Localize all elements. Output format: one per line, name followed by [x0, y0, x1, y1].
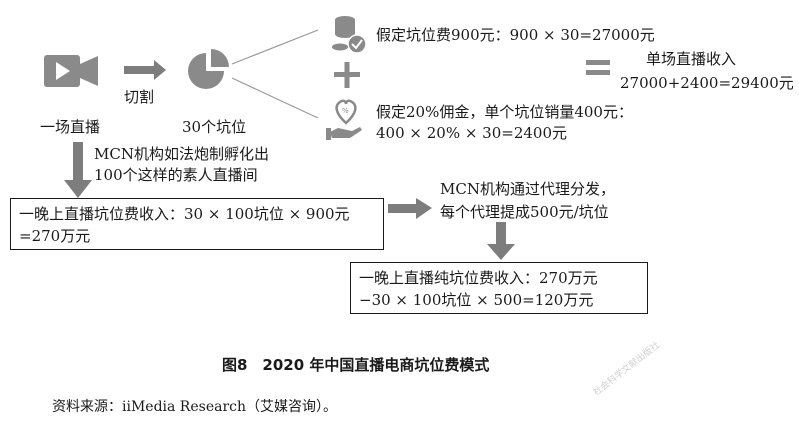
- agent-text-line2: 每个代理提成500元/坑位: [440, 203, 609, 221]
- equals-icon: [586, 60, 610, 75]
- source-note: 资料来源：iiMedia Research（艾媒咨询）。: [52, 399, 338, 415]
- net-income-box: 一晚上直播纯坑位费收入：270万元 −30 × 100坑位 × 500=120万…: [350, 262, 648, 314]
- night-income-line1: 一晚上直播坑位费收入：30 × 100坑位 × 900元: [19, 205, 350, 223]
- net-income-line2: −30 × 100坑位 × 500=120万元: [359, 291, 594, 309]
- arrow-down-icon: [487, 222, 515, 260]
- video-camera-icon: [44, 55, 98, 87]
- commission-text-line1: 假定20%佣金，单个坑位销量400元：: [376, 103, 633, 121]
- income-value: 27000+2400=29400元: [620, 74, 794, 92]
- arrow-down-icon: [64, 142, 92, 198]
- mcn-text-line2: 100个这样的素人直播间: [94, 166, 258, 184]
- live-label: 一场直播: [40, 118, 101, 136]
- fee-text: 假定坑位费900元：900 × 30=27000元: [376, 26, 655, 44]
- arrow-right-icon: [124, 60, 166, 80]
- income-label: 单场直播收入: [646, 50, 737, 68]
- net-income-line1: 一晚上直播纯坑位费收入：270万元: [359, 269, 598, 287]
- coins-icon: [332, 16, 367, 54]
- slots-label: 30个坑位: [182, 118, 247, 136]
- night-income-line2: =270万元: [19, 227, 91, 245]
- branch-line-bottom: [231, 77, 319, 119]
- plus-icon: [334, 62, 360, 88]
- cut-label: 切割: [124, 88, 155, 106]
- night-income-box: 一晚上直播坑位费收入：30 × 100坑位 × 900元 =270万元: [10, 198, 384, 250]
- branch-line-top: [231, 29, 319, 65]
- heart-hand-icon: %: [326, 99, 362, 140]
- arrow-right-icon: [388, 198, 432, 219]
- figure-caption: 图8 2020 年中国直播电商坑位费模式: [222, 356, 490, 374]
- svg-text:%: %: [342, 107, 349, 115]
- commission-text-line2: 400 × 20% × 30=2400元: [376, 124, 568, 142]
- pie-chart-icon: [188, 49, 229, 89]
- mcn-text-line1: MCN机构如法炮制孵化出: [94, 145, 269, 163]
- agent-text-line1: MCN机构通过代理分发，: [440, 180, 615, 198]
